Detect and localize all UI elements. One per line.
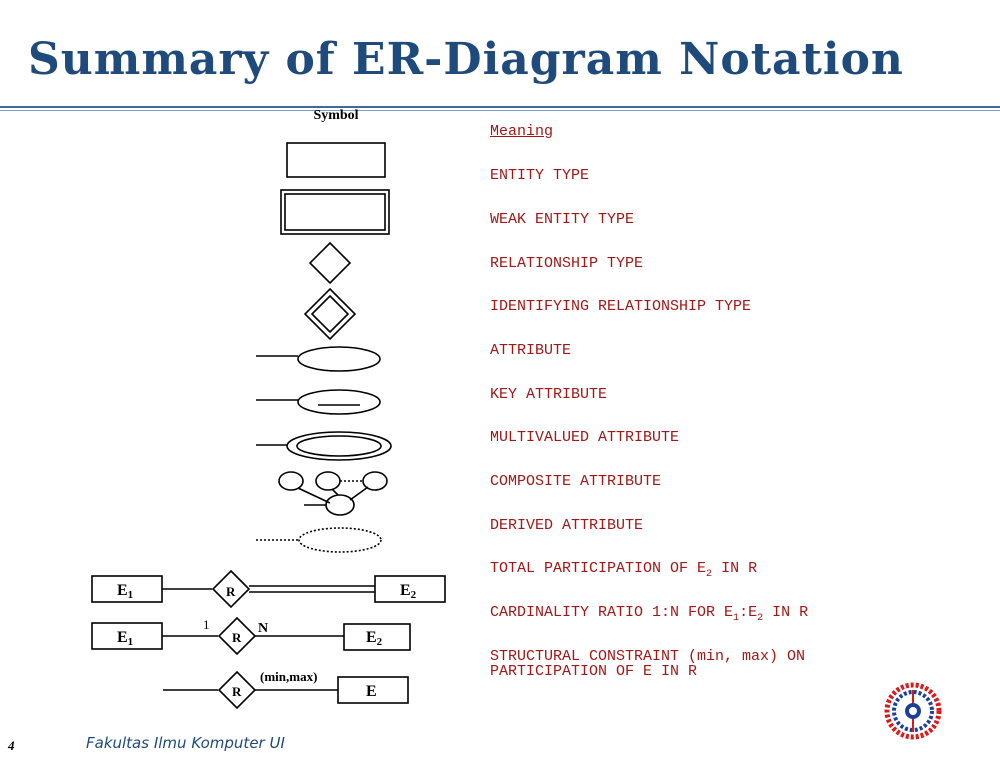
struct-relationship-label: R [232,684,242,699]
symbol-column-header: Symbol [313,108,359,123]
title-divider-thin [0,110,1000,111]
meaning-key-attribute: KEY ATTRIBUTE [490,386,608,403]
key-attribute-symbol [256,389,381,415]
meaning-identifying-relationship-type: IDENTIFYING RELATIONSHIP TYPE [490,298,752,315]
title-divider [0,106,1000,108]
derived-attribute-symbol [256,527,382,553]
meaning-cardinality-ratio: CARDINALITY RATIO 1:N FOR E1:E2 IN R [490,604,809,624]
footer-institution: Fakultas Ilmu Komputer UI [86,734,285,752]
total-relationship-label: R [226,584,236,599]
meaning-composite-attribute: COMPOSITE ATTRIBUTE [490,473,662,490]
meaning-weak-entity-type: WEAK ENTITY TYPE [490,211,635,228]
relationship-symbol [308,241,352,285]
total-entity-label-e2: E2 [400,582,417,601]
total-entity-label-e1: E1 [117,582,133,601]
meaning-multivalued-attribute: MULTIVALUED ATTRIBUTE [490,429,680,446]
identifying-relationship-symbol [303,287,357,341]
card-relationship-label: R [232,630,242,645]
total-participation-symbol [91,569,446,609]
cardinality-ratio-symbol [91,616,411,656]
meaning-derived-attribute: DERIVED ATTRIBUTE [490,517,644,534]
structural-constraint-symbol [163,670,409,710]
minmax-label: (min,max) [260,669,317,684]
meaning-total-participation: TOTAL PARTICIPATION OF E2 IN R [490,560,758,580]
multivalued-attribute-symbol [256,431,392,461]
page-number: 4 [8,738,15,753]
page-title: Summary of ER-Diagram Notation [28,34,904,85]
meaning-relationship-type: RELATIONSHIP TYPE [490,255,644,272]
struct-entity-label: E [366,683,377,700]
entity-symbol [286,142,386,178]
card-entity-label-e1: E1 [117,629,133,648]
attribute-symbol [256,346,381,372]
meaning-column-header: Meaning [490,123,554,140]
composite-attribute-symbol [278,471,388,516]
meaning-entity-type: ENTITY TYPE [490,167,590,184]
card-one-label: 1 [203,617,210,632]
university-logo [884,682,942,740]
weak-entity-symbol [280,189,390,235]
card-entity-label-e2: E2 [366,629,383,648]
meaning-attribute: ATTRIBUTE [490,342,572,359]
card-n-label: N [258,621,268,636]
